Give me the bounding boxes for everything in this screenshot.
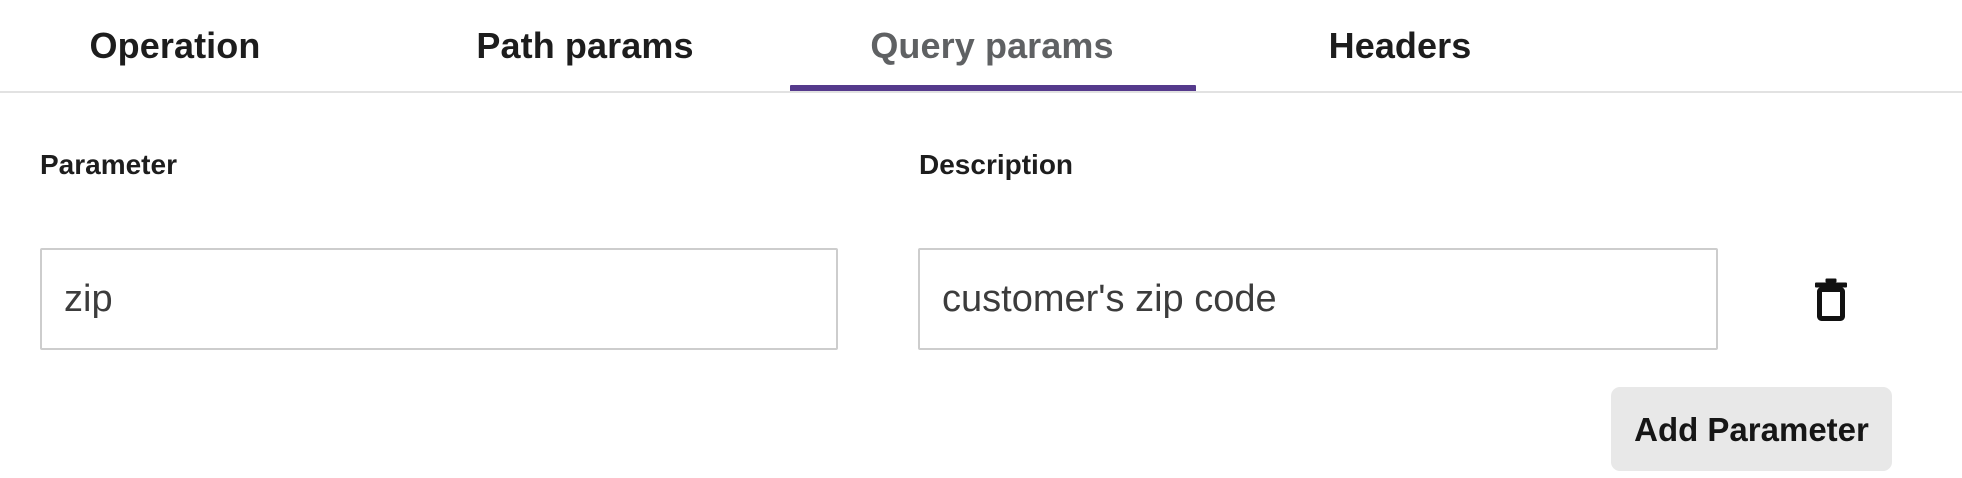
parameter-row: zip customer's zip code — [0, 248, 1962, 354]
add-parameter-label: Add Parameter — [1634, 410, 1869, 448]
column-header-description: Description — [919, 149, 1074, 180]
tab-query-params[interactable]: Query params — [832, 0, 1152, 91]
add-parameter-button[interactable]: Add Parameter — [1611, 387, 1892, 471]
column-header-parameter: Parameter — [40, 149, 177, 180]
trash-icon — [1811, 277, 1851, 321]
tab-bar: Operation Path params Query params Heade… — [0, 0, 1962, 93]
tab-bar-divider — [0, 91, 1962, 93]
parameter-name-input[interactable]: zip — [40, 248, 838, 350]
tab-headers-label: Headers — [1328, 24, 1472, 66]
parameter-description-value: customer's zip code — [942, 280, 1277, 318]
parameter-description-input[interactable]: customer's zip code — [918, 248, 1718, 350]
parameter-name-value: zip — [64, 280, 113, 318]
tab-path-params-label: Path params — [476, 24, 694, 66]
tab-headers[interactable]: Headers — [1250, 0, 1550, 91]
tab-path-params[interactable]: Path params — [430, 0, 740, 91]
tab-operation-label: Operation — [89, 24, 261, 66]
tab-operation[interactable]: Operation — [30, 0, 320, 91]
delete-parameter-button[interactable] — [1798, 266, 1864, 332]
tab-query-params-label: Query params — [870, 24, 1114, 66]
active-tab-indicator — [790, 85, 1196, 93]
